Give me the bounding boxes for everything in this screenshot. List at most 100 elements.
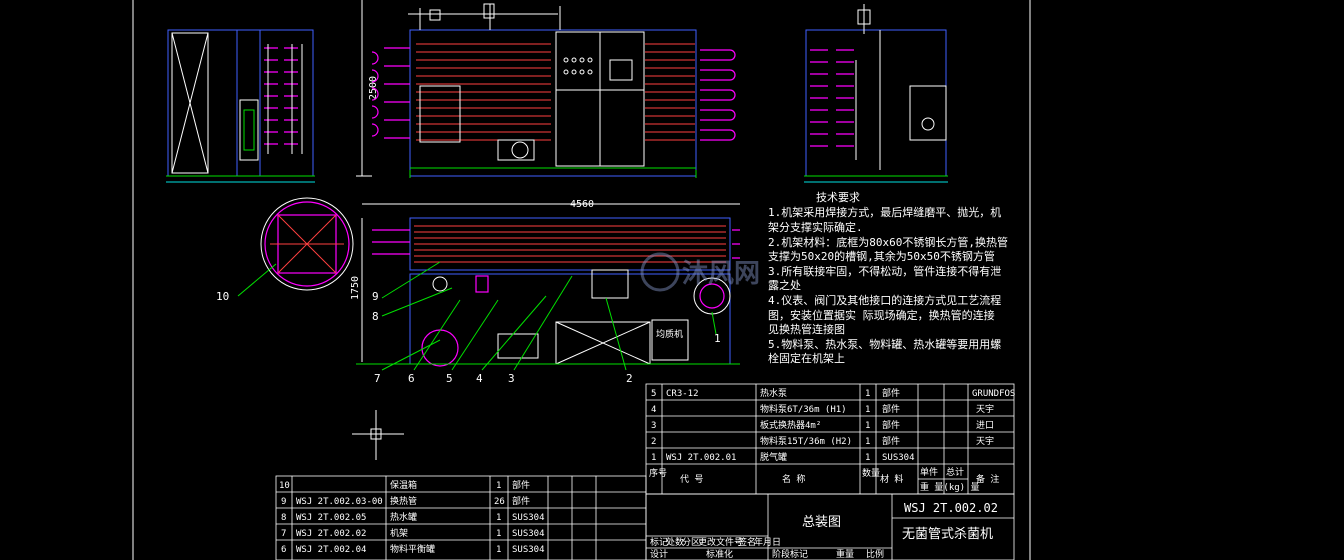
length-dimension: 4560 <box>570 199 594 210</box>
bom-cell: 天宇 <box>976 403 994 415</box>
title-label: 标准化 <box>706 548 733 560</box>
bom-cell: 7 <box>281 529 286 539</box>
front-elevation: 2500 <box>356 0 736 178</box>
title-label: 处数 <box>666 536 684 548</box>
bom-header: 重 量(kg) 量 <box>920 481 980 493</box>
title-label: 分区 <box>682 537 700 548</box>
tech-requirements: 技术要求 1.机架采用焊接方式，最后焊缝磨平、抛光，机 架分支撑实际确定. 2.… <box>768 191 1008 365</box>
bom-header: 总计 <box>946 466 964 478</box>
balloon-8: 8 <box>372 310 379 323</box>
insulation-tank-plan <box>260 197 354 291</box>
bom-cell: 3 <box>651 421 656 431</box>
bom-cell: 1 <box>865 437 870 447</box>
bom-header: 单件 <box>920 466 938 478</box>
bom-cell: 物料泵6T/36m (H1) <box>760 403 847 415</box>
bom-cell: CR3-12 <box>666 389 699 399</box>
balloon-6: 6 <box>408 372 415 385</box>
bom-table-right: 5 CR3-12 热水泵 1 部件 GRUNDFOS 4 物料泵6T/36m (… <box>645 383 1015 495</box>
tech-req-line: 3.所有联接牢固，不得松动，管件连接不得有泄 <box>768 264 1001 278</box>
bom-cell: 热水泵 <box>760 387 787 399</box>
homogenizer-label: 均质机 <box>656 328 683 340</box>
tech-req-line: 1.机架采用焊接方式，最后焊缝磨平、抛光，机 <box>768 205 1001 219</box>
tech-req-line: 5.物料泵、热水泵、物料罐、热水罐等要用用螺 <box>768 337 1001 351</box>
bom-cell: 5 <box>651 389 656 399</box>
bom-table-left: 10 保温箱 1 部件 9 WSJ 2T.002.03-00 换热管 26 部件… <box>275 475 647 560</box>
bom-cell: 保温箱 <box>390 479 417 491</box>
ucs-crosshair <box>352 410 404 460</box>
bom-cell: WSJ 2T.002.05 <box>296 513 366 523</box>
title-label: 阶段标记 <box>772 548 808 560</box>
right-side-elevation <box>804 4 948 183</box>
bom-cell: SUS304 <box>882 453 915 463</box>
tech-req-line: 见换热管连接图 <box>768 322 845 336</box>
bom-cell: GRUNDFOS <box>972 389 1015 399</box>
bom-cell: 进口 <box>976 420 994 431</box>
bom-cell: 部件 <box>882 387 900 399</box>
balloon-2: 2 <box>626 372 633 385</box>
bom-cell: 部件 <box>882 403 900 415</box>
bom-cell: 物料平衡罐 <box>390 543 435 555</box>
bom-cell: 脱气罐 <box>760 451 787 463</box>
bom-cell: 1 <box>865 421 870 431</box>
bom-cell: 4 <box>651 405 656 415</box>
balloon-4: 4 <box>476 372 483 385</box>
bom-cell: 1 <box>496 481 501 491</box>
bom-cell: WSJ 2T.002.04 <box>296 545 366 555</box>
bom-cell: 26 <box>494 497 505 507</box>
drawing-number: WSJ 2T.002.02 <box>904 501 998 515</box>
bom-cell: 8 <box>281 513 286 523</box>
bom-cell: 1 <box>651 453 656 463</box>
drawing-frame <box>132 0 1031 560</box>
title-label: 比例 <box>866 548 884 560</box>
balloon-9: 9 <box>372 290 379 303</box>
bom-header: 数量 <box>862 467 880 479</box>
bom-cell: 9 <box>281 497 286 507</box>
tech-req-line: 4.仪表、阀门及其他接口的连接方式见工艺流程 <box>768 293 1001 307</box>
bom-cell: 10 <box>279 481 290 491</box>
bom-cell: SUS304 <box>512 513 545 523</box>
tech-req-line: 露之处 <box>768 278 801 292</box>
bom-cell: 部件 <box>512 495 530 507</box>
tech-req-line: 架分支撑实际确定. <box>768 220 863 234</box>
title-label: 更改文件号 <box>698 536 743 548</box>
bom-cell: 换热管 <box>390 495 417 507</box>
balloon-1: 1 <box>714 332 721 345</box>
bom-cell: 1 <box>496 545 501 555</box>
bom-cell: WSJ 2T.002.02 <box>296 529 366 539</box>
bom-cell: 1 <box>865 453 870 463</box>
width-dimension: 1750 <box>350 276 361 300</box>
title-label: 年月日 <box>754 536 781 548</box>
tech-req-title: 技术要求 <box>816 191 860 204</box>
bom-cell: 1 <box>496 513 501 523</box>
watermark: 沐风网 <box>640 252 760 292</box>
bom-cell: 2 <box>651 437 656 447</box>
bom-cell: 1 <box>496 529 501 539</box>
bom-cell: 物料泵15T/36m (H2) <box>760 435 852 447</box>
balloon-5: 5 <box>446 372 453 385</box>
balloon-3: 3 <box>508 372 515 385</box>
title-label: 标记 <box>650 536 668 548</box>
balloon-10: 10 <box>216 290 229 303</box>
tech-req-line: 2.机架材料：底框为80x60不锈钢长方管,换热管 <box>768 235 1008 249</box>
tech-req-line: 支撑为50x20的槽钢,其余为50x50不锈钢方管 <box>768 249 995 263</box>
product-name: 无菌管式杀菌机 <box>902 527 993 542</box>
title-label: 签名 <box>738 536 756 548</box>
bom-cell: 天宇 <box>976 435 994 447</box>
bom-header: 序号 <box>649 467 667 479</box>
left-side-elevation <box>166 29 315 183</box>
bom-cell: 热水罐 <box>390 511 417 523</box>
bom-cell: 1 <box>865 405 870 415</box>
bom-cell: WSJ 2T.002.01 <box>666 453 736 463</box>
bom-cell: SUS304 <box>512 545 545 555</box>
title-label: 设计 <box>650 548 668 560</box>
bom-cell: 部件 <box>882 419 900 431</box>
tech-req-line: 栓固定在机架上 <box>768 351 845 365</box>
bom-header: 名 称 <box>782 473 805 485</box>
bom-cell: 机架 <box>390 527 408 539</box>
bom-cell: 板式换热器4m² <box>760 419 821 431</box>
bom-cell: SUS304 <box>512 529 545 539</box>
title-label: 重量 <box>836 548 854 560</box>
bom-cell: 6 <box>281 545 286 555</box>
bom-header: 备 注 <box>976 473 999 485</box>
